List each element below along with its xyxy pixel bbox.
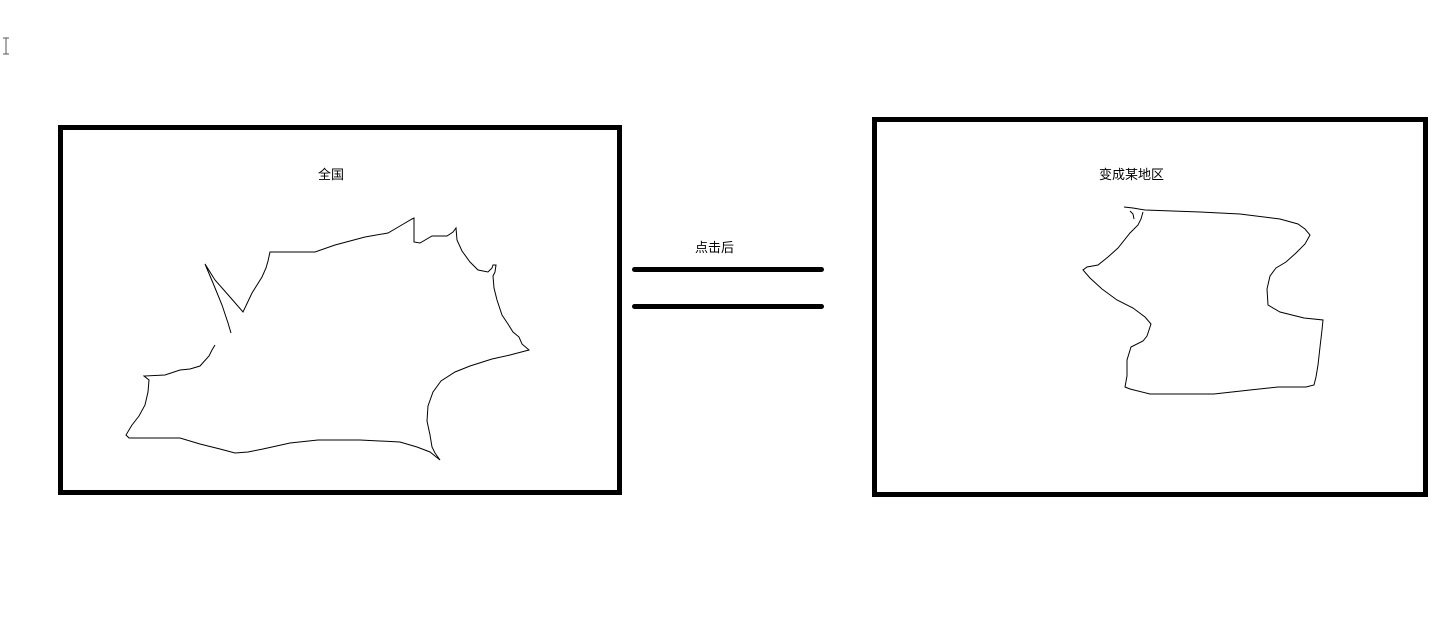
region-map-panel bbox=[872, 117, 1428, 497]
click-transition-label: 点击后 bbox=[695, 241, 735, 256]
national-map-panel bbox=[58, 125, 622, 495]
national-label: 全国 bbox=[318, 168, 345, 183]
equals-bar-top bbox=[632, 267, 824, 272]
equals-bar-bottom bbox=[632, 304, 824, 309]
text-cursor-icon bbox=[3, 37, 9, 55]
region-label: 变成某地区 bbox=[1099, 168, 1165, 183]
